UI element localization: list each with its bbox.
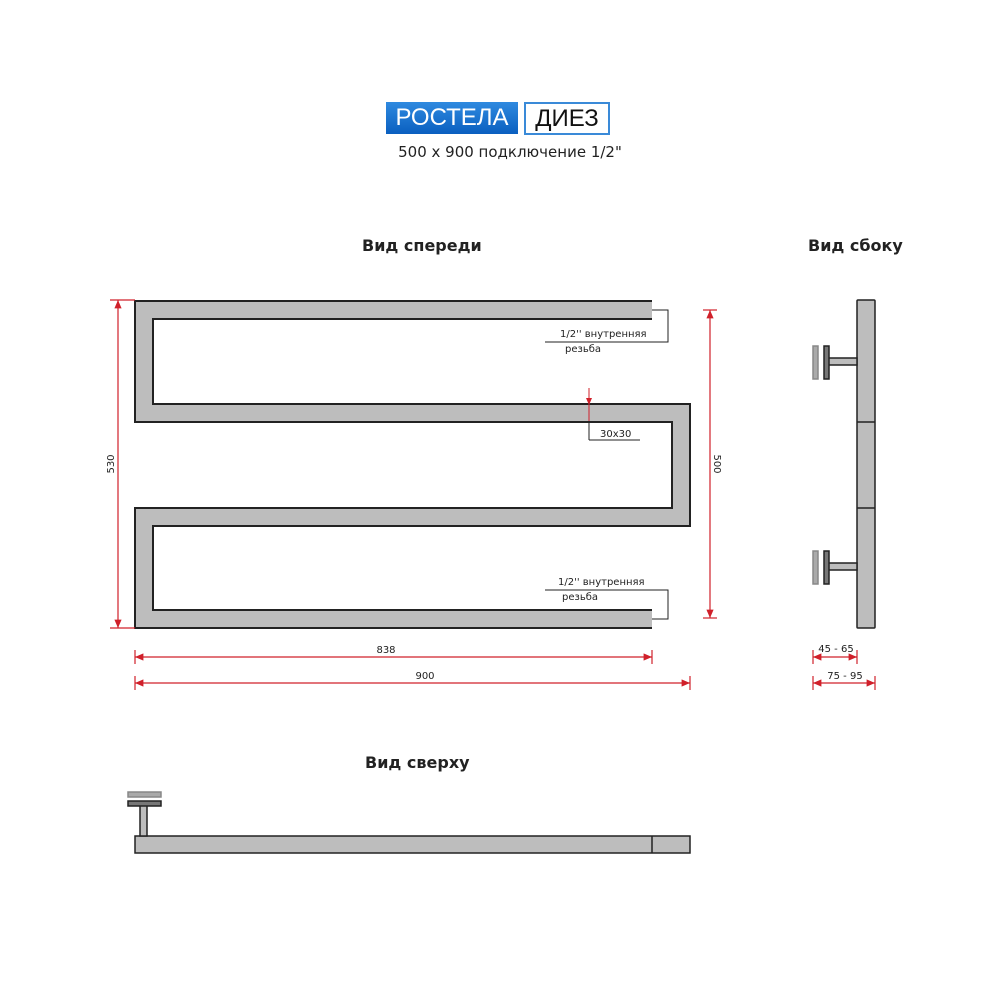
thread-callout-top [545, 309, 669, 343]
dim-500-label: 500 [711, 454, 722, 473]
thread-label-top-2: резьба [565, 344, 601, 355]
wall-bracket-bottom [812, 550, 858, 585]
top-view [127, 791, 691, 854]
front-view-title: Вид спереди [362, 236, 482, 255]
front-view-tube [134, 300, 691, 629]
product-subtitle: 500 x 900 подключение 1/2" [398, 143, 622, 161]
top-view-title: Вид сверху [365, 753, 470, 772]
dim-900-label: 900 [415, 671, 434, 682]
dim-838-label: 838 [376, 645, 395, 656]
thread-label-bottom-2: резьба [562, 592, 598, 603]
thread-callout-bottom [545, 589, 669, 620]
dim-75-95-label: 75 - 95 [827, 671, 862, 682]
thread-label-top-1: 1/2'' внутренняя [560, 329, 647, 340]
logo-rostela: РОСТЕЛА [386, 102, 518, 134]
logo-diez: ДИЕЗ [524, 102, 610, 135]
profile-label: 30x30 [600, 429, 631, 440]
dim-530-label: 530 [106, 454, 117, 473]
side-view-title: Вид сбоку [808, 236, 903, 255]
dim-45-65-label: 45 - 65 [818, 644, 853, 655]
profile-dimension [586, 388, 640, 441]
wall-bracket-top [812, 345, 858, 380]
thread-label-bottom-1: 1/2'' внутренняя [558, 577, 645, 588]
side-view [812, 299, 876, 629]
